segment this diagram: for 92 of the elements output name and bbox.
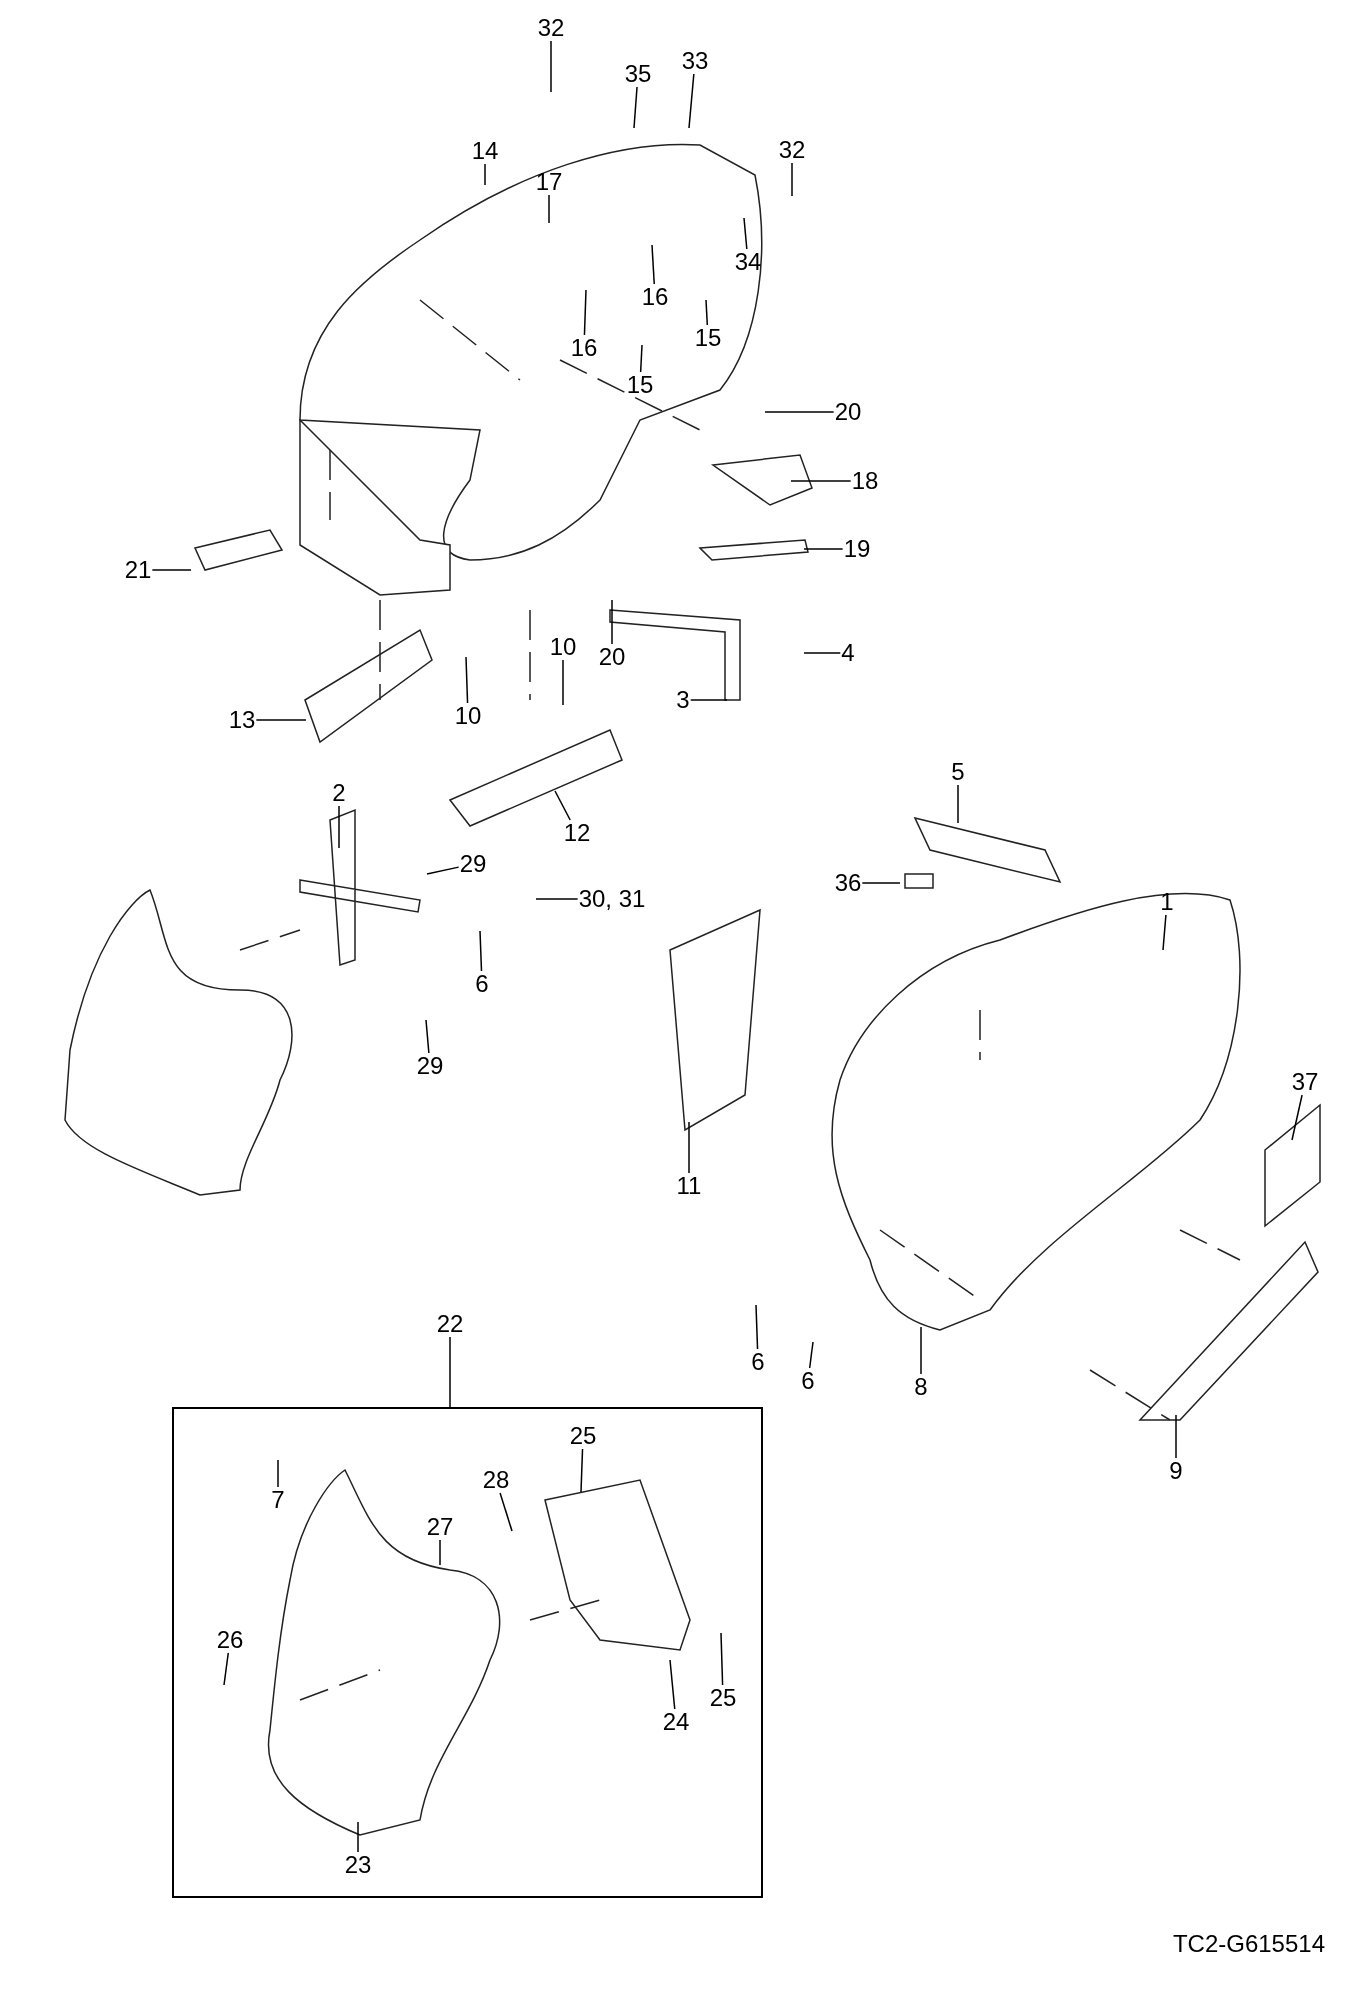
leader-line (720, 1632, 724, 1686)
callout-number: 24 (661, 1709, 691, 1735)
leader-line (688, 1121, 690, 1174)
callout-number: 32 (536, 15, 566, 41)
callout-number: 26 (215, 1627, 245, 1653)
callout-number: 33 (680, 48, 710, 74)
callout-number: 20 (597, 644, 627, 670)
callout-number: 29 (458, 851, 488, 877)
leader-line (861, 882, 901, 884)
leader-line (920, 1326, 922, 1375)
leader-line (743, 217, 748, 250)
callout-number: 5 (950, 759, 966, 785)
callout-number: 7 (270, 1487, 286, 1513)
leader-line (1175, 1414, 1177, 1459)
callout-number: 17 (534, 169, 564, 195)
callout-number: 12 (562, 820, 592, 846)
leader-line (1291, 1094, 1303, 1141)
callout-number: 35 (623, 61, 653, 87)
leader-line (764, 411, 835, 413)
callout-number: 36 (833, 870, 863, 896)
callout-number: 6 (474, 971, 490, 997)
callout-number: 3 (675, 687, 691, 713)
callout-number: 20 (833, 399, 863, 425)
callout-number: 37 (1290, 1069, 1320, 1095)
leader-line (803, 652, 842, 654)
drawing-number: TC2-G615514 (1172, 1930, 1325, 1958)
leader-line (755, 1304, 759, 1350)
callout-number: 18 (850, 468, 880, 494)
callout-number: 14 (470, 138, 500, 164)
leader-line (689, 699, 728, 701)
leader-line (808, 1341, 814, 1369)
leader-line (790, 480, 852, 482)
callout-number: 11 (675, 1173, 703, 1199)
callout-number: 16 (640, 284, 670, 310)
leader-line (484, 163, 486, 186)
leader-line (633, 86, 638, 129)
leader-line (338, 805, 340, 849)
callout-number: 29 (415, 1053, 445, 1079)
callout-number: 19 (842, 536, 872, 562)
leader-line (550, 40, 552, 93)
callout-number: 22 (435, 1311, 465, 1337)
callout-number: 27 (425, 1514, 455, 1540)
leader-line (439, 1539, 441, 1566)
callout-number: 28 (481, 1467, 511, 1493)
callout-number: 25 (568, 1423, 598, 1449)
callout-number: 32 (777, 137, 807, 163)
callout-number: 21 (123, 557, 153, 583)
callout-number: 1 (1159, 889, 1175, 915)
leader-line (957, 784, 959, 824)
callout-number: 15 (625, 372, 655, 398)
callout-number: 25 (708, 1685, 738, 1711)
callout-number: 8 (913, 1374, 929, 1400)
leader-line (688, 73, 695, 129)
leader-line (580, 1448, 584, 1493)
callout-number: 16 (569, 335, 599, 361)
callout-number: 6 (800, 1368, 816, 1394)
leader-line (791, 162, 793, 197)
leader-line (611, 599, 613, 645)
leader-line (277, 1459, 279, 1488)
leader-line (562, 659, 564, 706)
leader-line (535, 898, 579, 900)
leader-line (151, 569, 192, 571)
leader-line (449, 1336, 451, 1408)
callout-number: 15 (693, 325, 723, 351)
leader-line (1162, 914, 1167, 951)
callout-number: 4 (840, 640, 856, 666)
leader-line (255, 719, 307, 721)
callout-number: 2 (331, 780, 347, 806)
leader-line (803, 548, 844, 550)
leader-line (705, 299, 709, 326)
callout-number: 23 (343, 1852, 373, 1878)
leader-line (479, 930, 483, 972)
callout-number: 13 (227, 707, 257, 733)
leader-line (465, 656, 469, 704)
callout-number: 10 (548, 634, 578, 660)
leader-line (425, 1019, 430, 1054)
callout-number: 9 (1168, 1458, 1184, 1484)
leader-line (583, 289, 587, 336)
callout-number: 10 (453, 703, 483, 729)
leader-line (357, 1821, 359, 1853)
leader-line (426, 866, 460, 875)
leader-line (548, 194, 550, 224)
leader-line (499, 1492, 513, 1532)
kit-outline-box (172, 1407, 763, 1898)
leader-line (651, 244, 655, 285)
callout-number: 34 (733, 249, 763, 275)
callout-number: 6 (750, 1349, 766, 1375)
leader-line (223, 1652, 229, 1686)
leader-line (669, 1659, 676, 1710)
callout-number: 30, 31 (577, 886, 647, 912)
leader-line (639, 344, 643, 373)
leader-line (554, 790, 571, 821)
